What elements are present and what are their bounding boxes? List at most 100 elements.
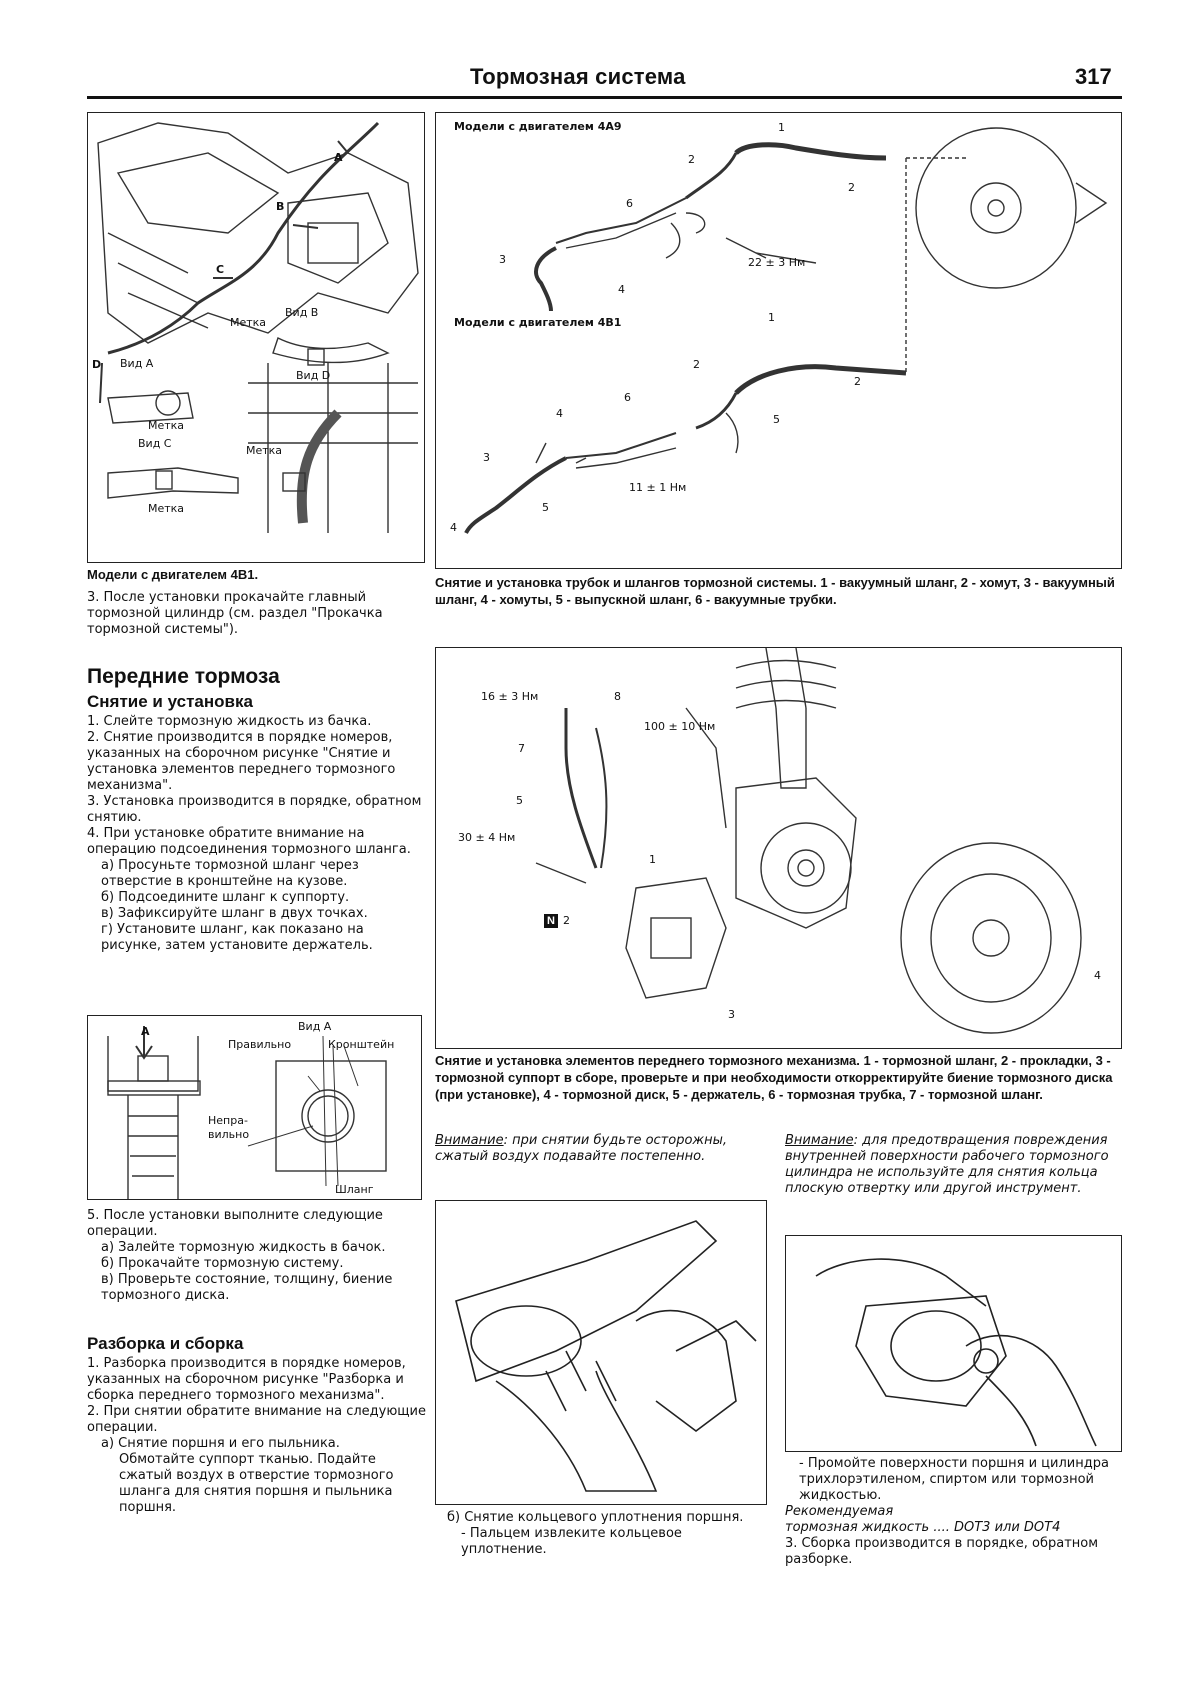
note-label: Внимание (785, 1133, 854, 1148)
callout-4a: 4 (618, 283, 625, 296)
list-item: 3. Установка производится в порядке, обр… (87, 794, 422, 825)
front-brakes-text: 1. Слейте тормозную жидкость из бачка. 2… (87, 714, 427, 954)
note-air: Внимание: при снятии будьте осторожны, с… (435, 1133, 763, 1165)
callout-8: 8 (614, 690, 621, 703)
hose-label-bracket: Кронштейн (328, 1038, 395, 1051)
list-item: 1. Разборка производится в порядке номер… (87, 1356, 406, 1403)
photo-ring-seal (785, 1235, 1122, 1452)
paragraph: 3. После установки прокачайте главный то… (87, 590, 383, 637)
hose-label-view-a: Вид А (298, 1020, 332, 1033)
callout-6b: 6 (624, 391, 631, 404)
label-d: D (92, 358, 102, 371)
callout-1: 1 (649, 853, 656, 866)
label-mark-d: Метка (246, 444, 283, 457)
disassembly-text: 1. Разборка производится в порядке номер… (87, 1356, 427, 1516)
list-subitem: в) Зафиксируйте шланг в двух точках. (101, 906, 368, 921)
vacuum-title-4a9: Модели с двигателем 4A9 (454, 120, 622, 133)
note-label: Внимание (435, 1133, 504, 1148)
hose-bracket-figure: A Вид А Правильно Кронштейн Непра- вильн… (87, 1015, 422, 1200)
page-number: 317 (1075, 64, 1112, 89)
front-brake-caption: Снятие и установка элементов переднего т… (435, 1053, 1113, 1102)
note-text: : при снятии будьте осторожны, сжатый во… (435, 1133, 728, 1164)
paragraph: б) Снятие кольцевого уплотнения поршня. (447, 1510, 744, 1525)
bottom-right-text: - Промойте поверхности поршня и цилиндра… (785, 1456, 1120, 1568)
subsection-title-removal: Снятие и установка (87, 692, 253, 711)
label-mark-b: Метка (230, 316, 267, 329)
note-cylinder: Внимание: для предотвращения повреждения… (785, 1133, 1120, 1197)
list-item: 2. При снятии обратите внимание на следу… (87, 1404, 426, 1435)
torque-30: 30 ± 4 Нм (458, 831, 516, 844)
vacuum-lines-drawing (464, 127, 1108, 534)
left-text-1: 3. После установки прокачайте главный то… (87, 590, 427, 638)
paragraph: 5. После установки выполните следующие о… (87, 1208, 383, 1239)
vacuum-title-4b1: Модели с двигателем 4B1 (454, 316, 622, 329)
torque-22: 22 ± 3 Нм (748, 256, 806, 269)
callout-2b: 2 (848, 181, 855, 194)
list-subitem: б) Прокачайте тормозную систему. (101, 1256, 344, 1271)
list-subitem: б) Подсоедините шланг к суппорту. (101, 890, 350, 905)
engine-hose-drawing (97, 121, 419, 533)
photo-piston-removal (435, 1200, 767, 1505)
paragraph: - Промойте поверхности поршня и цилиндра… (799, 1456, 1109, 1503)
paragraph: - Пальцем извлеките кольцевое уплотнение… (461, 1526, 682, 1557)
list-subitem: а) Просуньте тормозной шланг через отвер… (101, 858, 359, 889)
note-text: : для предотвращения повреждения внутрен… (785, 1133, 1109, 1196)
header-rule (87, 96, 1122, 99)
label-a: A (334, 151, 343, 164)
paragraph: 3. Сборка производится в порядке, обратн… (785, 1536, 1099, 1567)
label-b: B (276, 200, 285, 213)
callout-7: 7 (518, 742, 525, 755)
page-title: Тормозная система (470, 64, 686, 89)
hose-label-correct: Правильно (228, 1038, 292, 1051)
engine-figure-caption: Модели с двигателем 4B1. (87, 567, 259, 582)
engine-hose-figure: A B C D Вид В Метка Вид А Вид D Метка Ви… (87, 112, 425, 563)
left-text-2: 5. После установки выполните следующие о… (87, 1208, 427, 1304)
callout-4b: 4 (556, 407, 563, 420)
hose-label-incorrect-1: Непра- (208, 1114, 248, 1127)
label-view-b: Вид В (285, 306, 319, 319)
callout-1a: 1 (778, 121, 785, 134)
recommendation-line-1: Рекомендуемая (785, 1504, 894, 1519)
callout-3a: 3 (499, 253, 506, 266)
label-mark-c: Метка (148, 502, 185, 515)
callout-5b: 5 (542, 501, 549, 514)
callout-2a: 2 (688, 153, 695, 166)
label-view-d: Вид D (296, 369, 331, 382)
hose-label-incorrect-2: вильно (208, 1128, 250, 1141)
hose-label-a: A (141, 1025, 150, 1038)
section-title-disassembly: Разборка и сборка (87, 1334, 244, 1353)
callout-2: 2 (563, 914, 570, 927)
callout-3: 3 (728, 1008, 735, 1021)
label-mark-a: Метка (148, 419, 185, 432)
torque-16: 16 ± 3 Нм (481, 690, 539, 703)
callout-3b: 3 (483, 451, 490, 464)
list-item: 2. Снятие производится в порядке номеров… (87, 730, 396, 793)
callout-6a: 6 (626, 197, 633, 210)
label-c: C (216, 263, 225, 276)
list-item: 4. При установке обратите внимание на оп… (87, 826, 411, 857)
list-subitem: а) Залейте тормозную жидкость в бачок. (101, 1240, 386, 1255)
callout-5a: 5 (773, 413, 780, 426)
list-item: 1. Слейте тормозную жидкость из бачка. (87, 714, 372, 729)
section-title-front-brakes: Передние тормоза (87, 665, 280, 688)
front-brake-drawing (535, 648, 1082, 1034)
piston-removal-drawing (455, 1220, 757, 1492)
callout-5: 5 (516, 794, 523, 807)
recommendation-line-2: тормозная жидкость .... DOT3 или DOT4 (785, 1520, 1061, 1535)
hose-label-hose: Шланг (335, 1183, 374, 1196)
label-view-c: Вид С (138, 437, 172, 450)
torque-11: 11 ± 1 Нм (629, 481, 687, 494)
list-subitem: г) Установите шланг, как показано на рис… (101, 922, 373, 953)
callout-2d: 2 (854, 375, 861, 388)
callout-1b: 1 (768, 311, 775, 324)
ring-seal-drawing (815, 1258, 1097, 1447)
bottom-mid-text: б) Снятие кольцевого уплотнения поршня. … (447, 1510, 765, 1558)
callout-2c: 2 (693, 358, 700, 371)
vacuum-figure-caption: Снятие и установка трубок и шлангов торм… (435, 575, 1115, 607)
label-view-a: Вид А (120, 357, 154, 370)
n-badge: N (544, 914, 558, 928)
hose-bracket-drawing (107, 1026, 387, 1199)
list-subitem: а) Снятие поршня и его пыльника. (101, 1436, 340, 1451)
paragraph: Обмотайте суппорт тканью. Подайте сжатый… (119, 1452, 394, 1515)
vacuum-lines-figure: Модели с двигателем 4A9 Модели с двигате… (435, 112, 1122, 569)
